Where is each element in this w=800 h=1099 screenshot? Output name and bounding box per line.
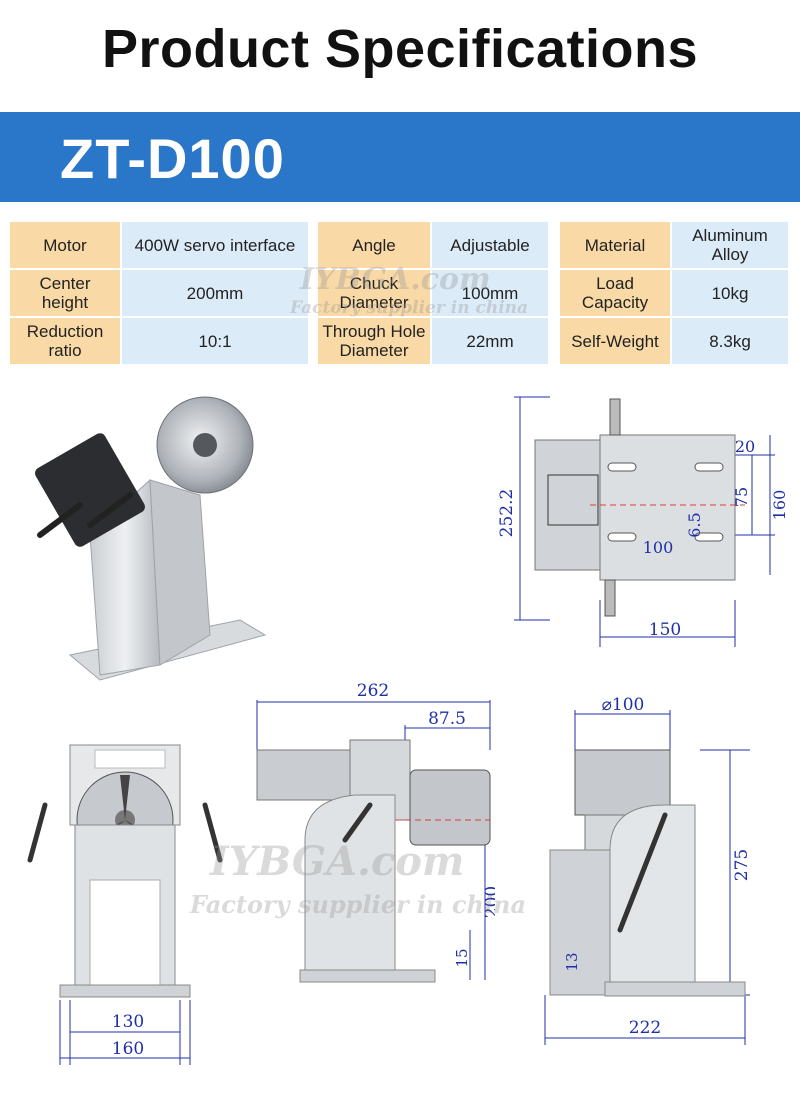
through-hole-label-line-1: Through Hole [322, 322, 426, 341]
through-hole-value: 22mm [432, 318, 548, 364]
self-weight-label: Self-Weight [560, 318, 670, 364]
top-100-dim: 100 [643, 538, 674, 557]
material-value: Aluminum Alloy [672, 222, 788, 268]
side-200-dim: 200 [482, 886, 495, 918]
page-title: Product Specifications [101, 19, 699, 79]
right-view-drawing: ⌀100 275 13 222 [544, 695, 752, 1045]
product-photo [35, 396, 267, 681]
side-15-dim: 15 [453, 948, 471, 967]
top-height-dim: 252.2 [497, 489, 517, 538]
top-view-drawing: 252.2 150 20 75 160 6.5 100 [497, 396, 789, 647]
load-capacity-label-line-2: Capacity [581, 293, 649, 312]
material-value-line-2: Alloy [711, 245, 749, 264]
chuck-diameter-label-line-1: Chuck [349, 274, 399, 293]
motor-value: 400W servo interface [122, 222, 308, 268]
reduction-ratio-label: Reduction ratio [10, 318, 120, 364]
center-height-label-line-1: Center [39, 274, 91, 293]
center-height-label: Center height [10, 270, 120, 316]
top-160-dim: 160 [770, 490, 789, 521]
through-hole-label-line-2: Diameter [339, 341, 409, 360]
front-130-dim: 130 [112, 1012, 144, 1032]
side-view-drawing: 262 87.5 200 15 [256, 681, 495, 983]
side-87-5-dim: 87.5 [428, 709, 466, 729]
material-label: Material [560, 222, 670, 268]
model-banner: ZT-D100 [0, 112, 800, 202]
top-6-5-dim: 6.5 [685, 512, 704, 537]
load-capacity-value: 10kg [672, 270, 788, 316]
load-capacity-label: Load Capacity [560, 270, 670, 316]
front-160-dim: 160 [112, 1039, 144, 1059]
motor-label: Motor [10, 222, 120, 268]
reduction-ratio-label-line-2: ratio [48, 341, 82, 360]
top-75-dim: 75 [732, 487, 751, 507]
right-diameter-dim: ⌀100 [602, 695, 645, 715]
top-20-dim: 20 [735, 437, 755, 456]
angle-label: Angle [318, 222, 430, 268]
load-capacity-label-line-1: Load [596, 274, 634, 293]
center-height-value: 200mm [122, 270, 308, 316]
top-width-dim: 150 [649, 620, 681, 640]
center-height-label-line-2: height [41, 293, 89, 312]
material-value-line-1: Aluminum [692, 226, 768, 245]
spec-table: Motor 400W servo interface Angle Adjusta… [0, 218, 800, 368]
right-13-dim: 13 [563, 952, 581, 971]
model-name: ZT-D100 [60, 127, 285, 190]
chuck-diameter-value: 100mm [432, 270, 548, 316]
side-262-dim: 262 [357, 681, 389, 701]
chuck-diameter-label-line-2: Diameter [339, 293, 409, 312]
reduction-ratio-value: 10:1 [122, 318, 308, 364]
self-weight-value: 8.3kg [672, 318, 788, 364]
angle-value: Adjustable [432, 222, 548, 268]
right-222-dim: 222 [629, 1018, 661, 1038]
reduction-ratio-label-line-1: Reduction [26, 322, 104, 341]
through-hole-label: Through Hole Diameter [318, 318, 430, 364]
right-275-dim: 275 [732, 849, 752, 881]
chuck-diameter-label: Chuck Diameter [318, 270, 430, 316]
front-view-drawing: 130 160 [27, 744, 223, 1065]
